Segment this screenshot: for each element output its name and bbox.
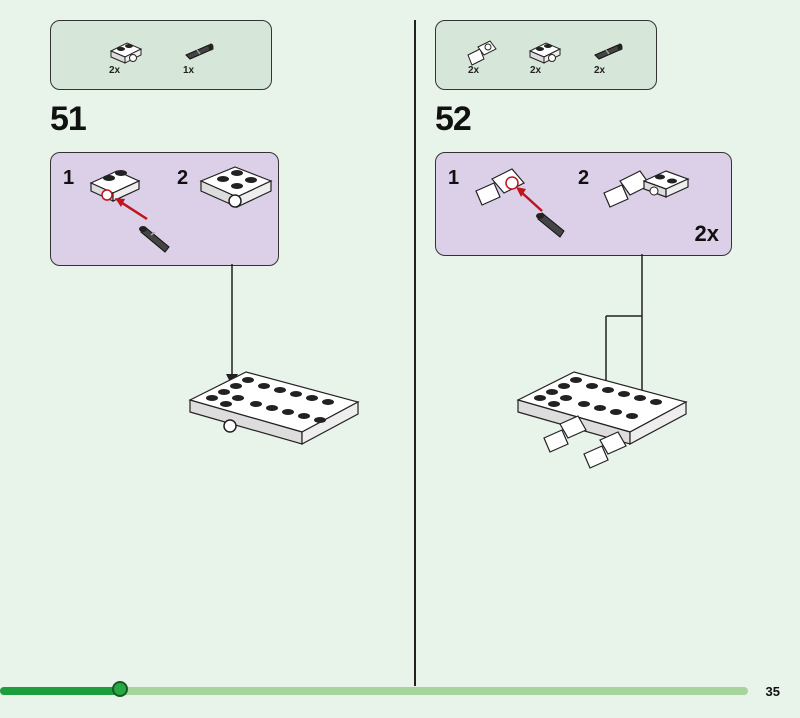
- plate-2x2-pin-hole-icon: [199, 166, 273, 208]
- plate-1x2-pin-hole-icon: [528, 42, 562, 64]
- parts-list-step-51: 2x 1x: [50, 20, 272, 90]
- part-qty: 2x: [594, 65, 606, 76]
- substep-number: 1: [448, 167, 460, 189]
- part-qty: 2x: [109, 65, 121, 76]
- progress-knob: [112, 681, 128, 697]
- step-number: 52: [435, 100, 472, 138]
- progress-fill: [0, 687, 120, 695]
- assembly-model: [188, 371, 360, 446]
- friction-pin-icon: [185, 43, 214, 60]
- substep-multiplier: 2x: [694, 221, 719, 246]
- part-qty: 1x: [183, 65, 195, 76]
- pin-connector-icon: [467, 40, 497, 66]
- substep-box-step-52: 1 2 2x: [435, 152, 732, 256]
- parts-list-step-52: 2x 2x 2x: [435, 20, 657, 90]
- column-divider: [414, 20, 416, 686]
- progress-track: [0, 687, 748, 695]
- substep-box-step-51: 1 2: [50, 152, 279, 266]
- step-number: 51: [50, 100, 87, 138]
- friction-pin-icon: [594, 43, 623, 60]
- assembly-model: [516, 371, 688, 469]
- substep-number: 2: [578, 167, 590, 189]
- part-qty: 2x: [468, 65, 480, 76]
- page-number: 35: [765, 684, 780, 699]
- insert-arrow-icon: [115, 198, 170, 253]
- part-qty: 2x: [530, 65, 542, 76]
- insert-arrow-icon: [516, 187, 565, 238]
- plate-1x2-pin-hole-icon: [109, 42, 143, 64]
- substep-number: 1: [63, 167, 75, 189]
- plate-1x2-pin-hole-icon: [89, 170, 141, 202]
- plate-with-connector-icon: [603, 170, 690, 208]
- substep-number: 2: [177, 167, 189, 189]
